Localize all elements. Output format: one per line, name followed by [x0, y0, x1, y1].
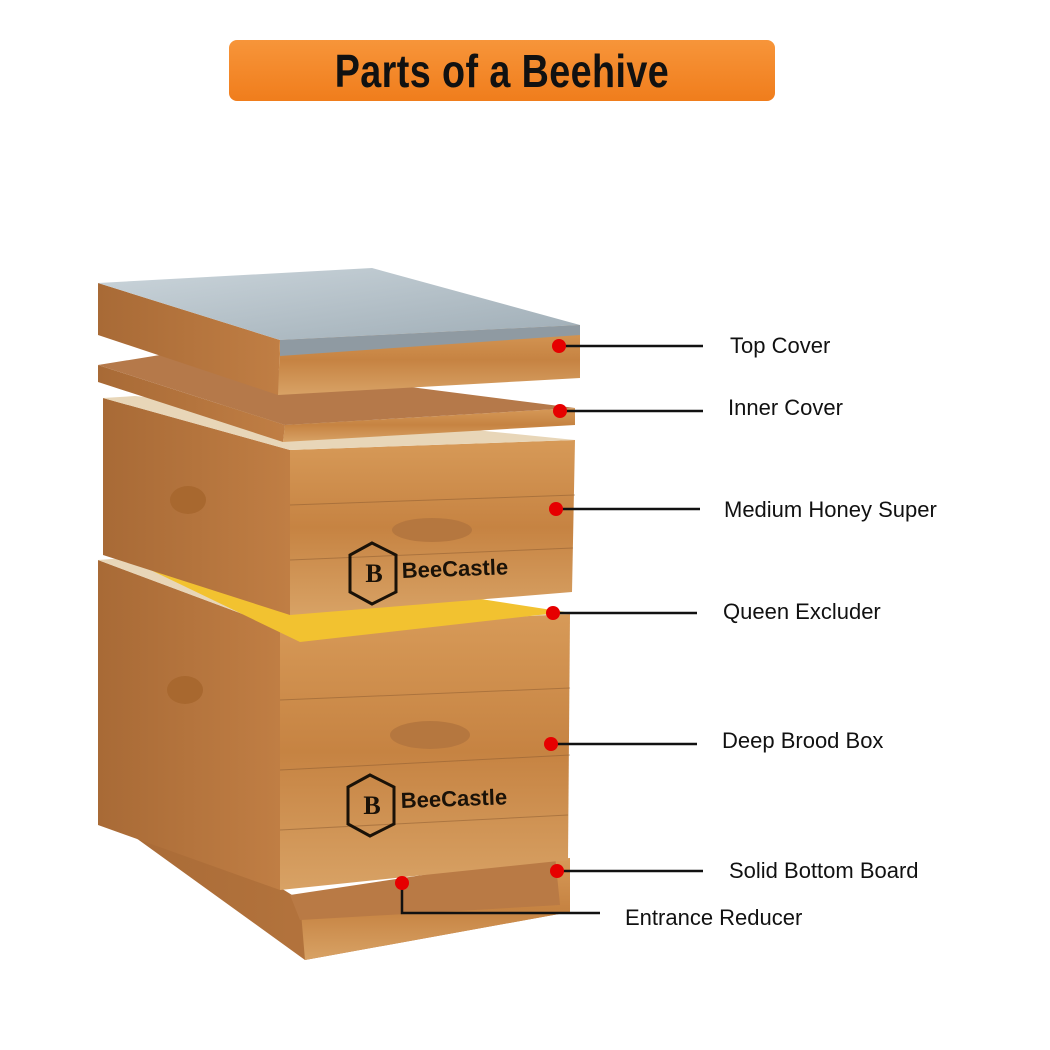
label-queen-excluder: Queen Excluder	[723, 599, 881, 624]
svg-text:B: B	[365, 559, 382, 588]
label-medium-honey-super: Medium Honey Super	[724, 497, 937, 522]
marker-queen-excluder	[546, 606, 560, 620]
svg-text:BeeCastle: BeeCastle	[400, 784, 507, 813]
label-entrance-reducer: Entrance Reducer	[625, 905, 803, 930]
label-inner-cover: Inner Cover	[728, 395, 843, 420]
label-solid-bottom-board: Solid Bottom Board	[729, 858, 919, 883]
marker-inner-cover	[553, 404, 567, 418]
leader-lines	[400, 344, 703, 915]
top-cover	[98, 268, 580, 395]
title-banner: Parts of a Beehive	[229, 40, 775, 101]
marker-solid-bottom-board	[550, 864, 564, 878]
marker-top-cover	[552, 339, 566, 353]
label-top-cover: Top Cover	[730, 333, 831, 358]
beecastle-logo: B BeeCastle	[346, 773, 508, 838]
marker-dots	[395, 339, 567, 890]
page-title: Parts of a Beehive	[334, 44, 670, 97]
svg-text:B: B	[363, 791, 380, 820]
marker-deep-brood-box	[544, 737, 558, 751]
marker-medium-honey-super	[549, 502, 563, 516]
marker-entrance-reducer	[395, 876, 409, 890]
svg-text:BeeCastle: BeeCastle	[401, 554, 508, 583]
beecastle-logo: B BeeCastle	[348, 541, 509, 606]
label-deep-brood-box: Deep Brood Box	[722, 728, 884, 753]
